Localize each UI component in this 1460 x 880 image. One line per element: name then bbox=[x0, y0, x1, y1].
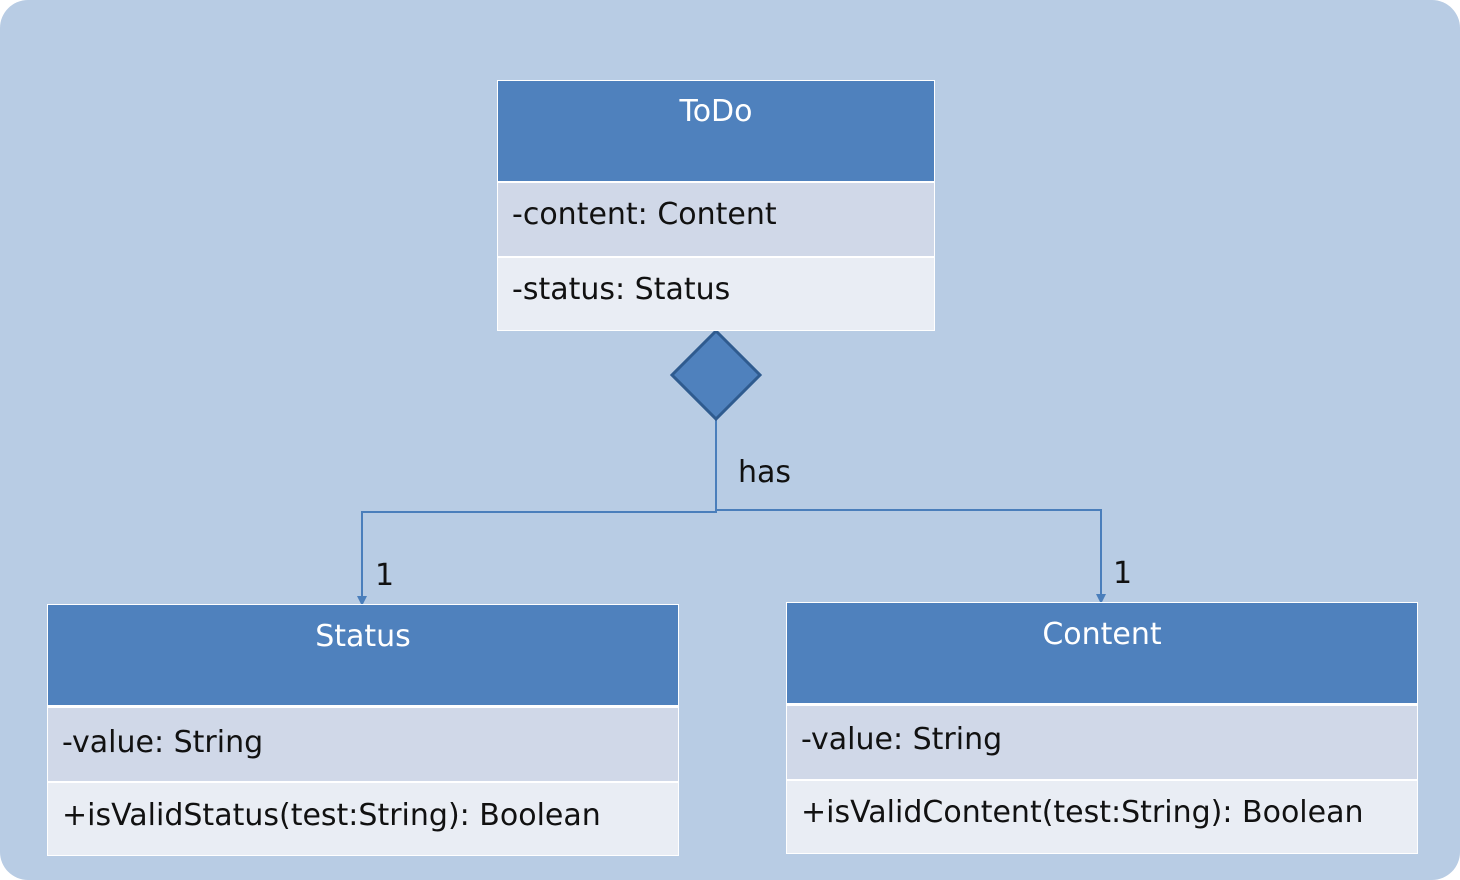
class-status-attribute: -value: String bbox=[48, 708, 678, 781]
connector-to-status bbox=[357, 418, 717, 606]
class-todo-attribute-status: -status: Status bbox=[498, 258, 934, 330]
class-content-name: Content bbox=[787, 603, 1417, 703]
class-content-method: +isValidContent(test:String): Boolean bbox=[787, 781, 1417, 853]
class-content[interactable]: Content -value: String +isValidContent(t… bbox=[786, 602, 1418, 854]
class-status-name: Status bbox=[48, 605, 678, 705]
class-status-method: +isValidStatus(test:String): Boolean bbox=[48, 783, 678, 855]
composition-diamond-icon bbox=[669, 328, 763, 422]
class-todo-name: ToDo bbox=[498, 81, 934, 181]
connector-to-content bbox=[715, 509, 1106, 604]
multiplicity-status: 1 bbox=[375, 558, 395, 593]
relation-label: has bbox=[738, 455, 792, 490]
class-status[interactable]: Status -value: String +isValidStatus(tes… bbox=[47, 604, 679, 856]
multiplicity-content: 1 bbox=[1113, 556, 1133, 591]
class-todo[interactable]: ToDo -content: Content -status: Status bbox=[497, 80, 935, 331]
class-content-attribute: -value: String bbox=[787, 706, 1417, 779]
class-todo-attribute-content: -content: Content bbox=[498, 183, 934, 256]
